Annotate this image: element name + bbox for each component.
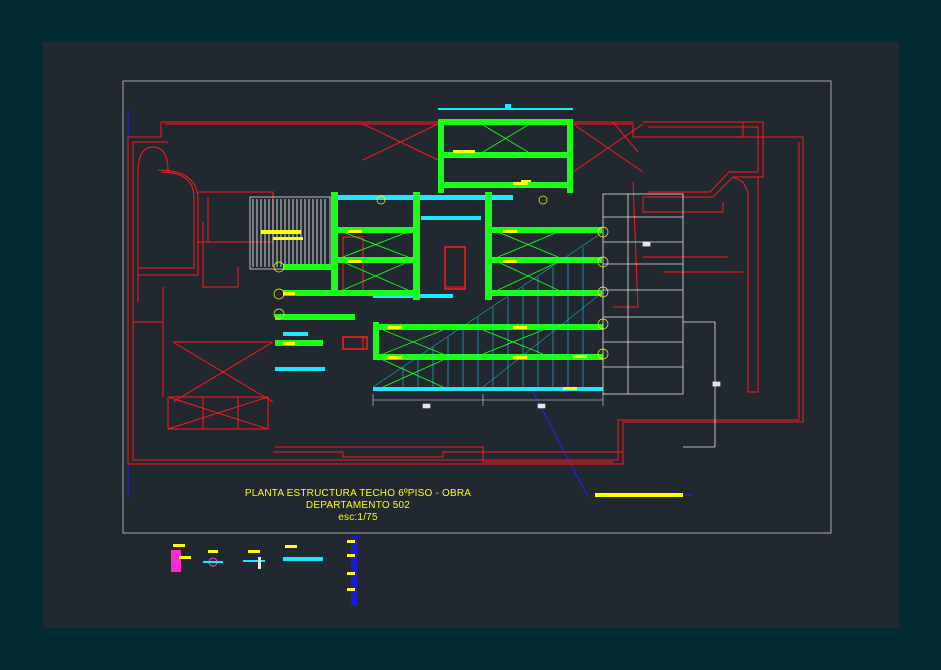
drawing-title-block: PLANTA ESTRUCTURA TECHO 6ºPISO - OBRA DE… <box>193 488 523 524</box>
sheet-border <box>122 80 832 534</box>
scale-bar <box>595 493 683 497</box>
drawing-subtitle: DEPARTAMENTO 502 <box>305 500 411 511</box>
drawing-title: PLANTA ESTRUCTURA TECHO 6ºPISO - OBRA <box>244 488 472 499</box>
walls <box>127 121 804 465</box>
hatched-block <box>249 196 331 270</box>
detail-symbols <box>171 536 357 606</box>
dimensions <box>372 394 604 409</box>
guide-diagonal <box>532 391 589 498</box>
marker-circles <box>273 195 609 360</box>
cad-viewport[interactable]: PLANTA ESTRUCTURA TECHO 6ºPISO - OBRA DE… <box>43 42 899 628</box>
labels <box>283 150 587 390</box>
stair-hatch <box>372 231 604 388</box>
beams <box>275 119 603 360</box>
floor-plan-drawing <box>122 80 832 606</box>
right-grid <box>602 193 721 448</box>
drawing-scale: esc:1/75 <box>338 512 378 523</box>
stair-core <box>342 246 466 350</box>
